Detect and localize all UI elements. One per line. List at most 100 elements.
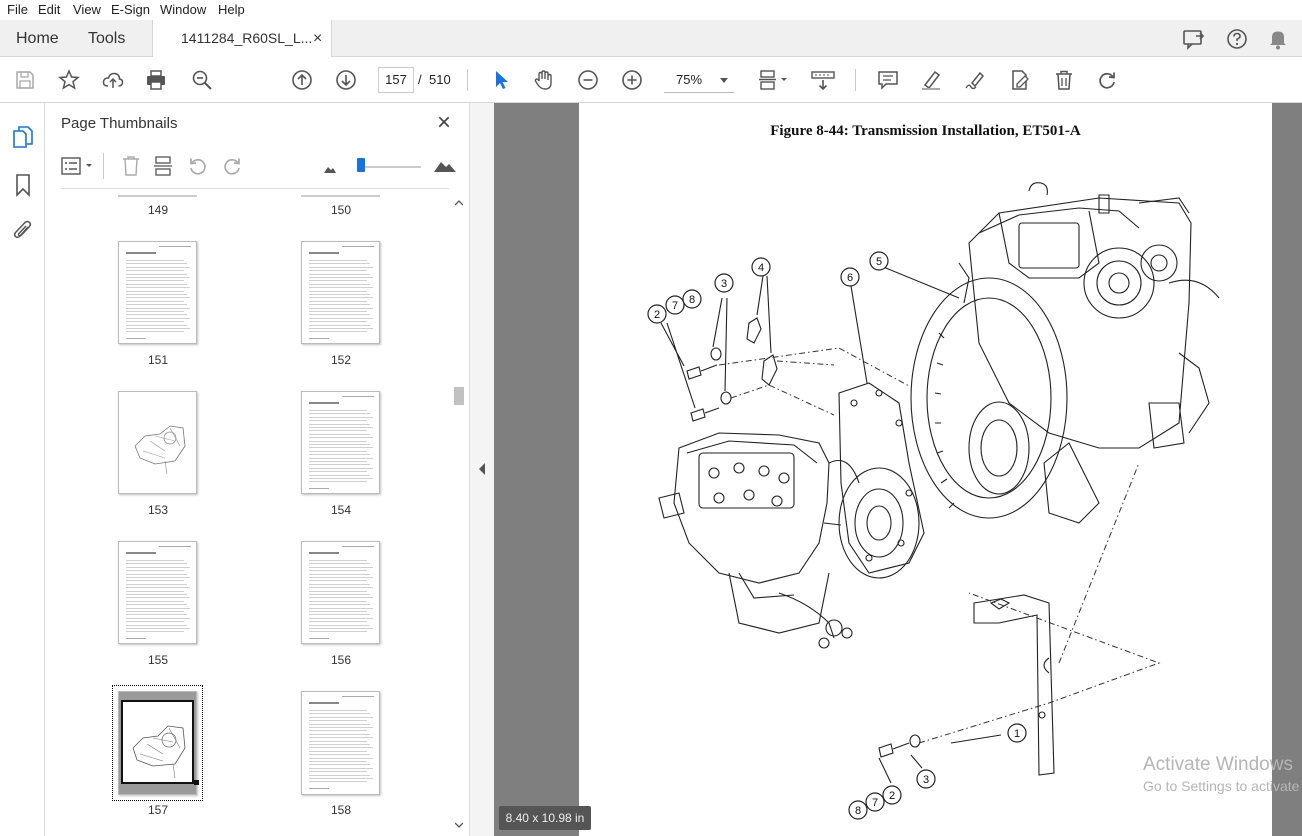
share-review-icon[interactable] — [1182, 28, 1206, 50]
scroll-down-icon[interactable] — [455, 821, 463, 829]
thumbnail-text-line — [309, 440, 367, 442]
thumbnail-options-icon[interactable] — [61, 155, 97, 177]
thumbnail-text-line — [309, 328, 373, 329]
thumbnail-text-line — [126, 621, 184, 623]
thumbnail-text-line — [309, 300, 367, 302]
thumbnail-text-line — [309, 727, 373, 728]
thumbnail-text-line — [309, 594, 370, 595]
thumbnail-size-slider[interactable] — [361, 166, 421, 168]
thumbnail-text-line — [126, 607, 190, 609]
thumbnail-page-152[interactable] — [301, 241, 380, 344]
select-cursor-icon[interactable] — [488, 67, 514, 93]
document-viewer[interactable]: Figure 8-44: Transmission Installation, … — [494, 103, 1302, 836]
highlight-pen-icon[interactable] — [918, 67, 944, 93]
scroll-mode-icon[interactable] — [809, 67, 837, 93]
edit-pdf-icon[interactable] — [1007, 67, 1033, 93]
page-thumbnails-icon[interactable] — [12, 125, 34, 149]
bookmark-star-icon[interactable] — [56, 67, 82, 93]
find-zoom-icon[interactable] — [189, 67, 215, 93]
thumbnail-text-line — [309, 628, 373, 629]
resize-handle[interactable] — [194, 780, 199, 785]
collapse-arrow-icon[interactable] — [478, 463, 486, 475]
callout-label: 2 — [654, 309, 660, 321]
callout-label: 3 — [923, 774, 929, 786]
callout-label: 7 — [672, 300, 678, 312]
slider-handle[interactable] — [357, 158, 365, 172]
large-thumbnail-icon[interactable] — [433, 157, 457, 178]
thumbnail-text-line — [126, 614, 187, 616]
thumbnail-page-158[interactable] — [301, 691, 380, 795]
thumbnail-text-line — [126, 631, 184, 633]
help-icon[interactable] — [1226, 28, 1248, 50]
page-number-input[interactable]: 157 — [378, 67, 414, 93]
menu-window[interactable]: Window — [160, 2, 207, 17]
notification-bell-icon[interactable] — [1268, 28, 1288, 50]
thumbnail-text-line — [309, 467, 373, 469]
panel-close-icon[interactable]: × — [437, 109, 452, 136]
hand-tool-icon[interactable] — [531, 67, 557, 93]
tab-home[interactable]: Home — [16, 30, 59, 47]
rotate-right-icon[interactable] — [221, 155, 243, 182]
watermark-title: Activate Windows — [1143, 754, 1293, 775]
thumbnail-text-line — [309, 260, 367, 261]
thumbnail-heading-line — [309, 402, 339, 404]
callout-label: 6 — [847, 272, 853, 284]
zoom-in-icon[interactable] — [619, 67, 645, 93]
thumbnail-text-line — [126, 321, 184, 323]
thumbnail-text-line — [309, 716, 373, 718]
thumbnail-page-number: 158 — [330, 803, 352, 817]
menu-file[interactable]: File — [7, 2, 28, 17]
delete-pages-icon[interactable] — [121, 155, 141, 182]
delete-trash-icon[interactable] — [1051, 67, 1077, 93]
menu-edit[interactable]: Edit — [38, 2, 61, 17]
menu-view[interactable]: View — [73, 2, 101, 17]
thumbnail-text-line — [309, 307, 373, 309]
bookmarks-icon[interactable] — [14, 173, 32, 197]
comment-icon[interactable] — [875, 67, 901, 93]
thumbnail-page-number: 150 — [330, 203, 352, 217]
zoom-dropdown[interactable]: 75% — [664, 67, 734, 93]
panel-collapse-strip[interactable] — [470, 103, 494, 836]
thumbnail-text-line — [126, 597, 190, 599]
menu-esign[interactable]: E-Sign — [111, 2, 151, 17]
tab-close-icon[interactable]: × — [313, 30, 323, 47]
save-icon[interactable] — [12, 67, 38, 93]
thumbnail-text-line — [309, 437, 373, 439]
zoom-out-icon[interactable] — [575, 67, 601, 93]
thumbnail-page-155[interactable] — [118, 541, 197, 644]
rotate-left-icon[interactable] — [187, 155, 209, 182]
page-layout-icon[interactable] — [153, 155, 175, 182]
thumbnail-page-number: 149 — [147, 203, 169, 217]
thumbnails-scrollbar[interactable] — [453, 197, 465, 833]
thumbnail-text-line — [126, 287, 190, 289]
thumbnail-text-line — [126, 263, 187, 265]
thumbnail-page-153[interactable] — [118, 391, 197, 494]
tab-document[interactable]: 1411284_R60SL_L... × — [152, 20, 332, 58]
thumbnail-text-line — [309, 767, 373, 769]
next-page-icon[interactable] — [333, 67, 359, 93]
thumbnail-text-line — [126, 297, 190, 299]
thumbnail-text-line — [126, 590, 184, 592]
thumbnail-page-154[interactable] — [301, 391, 380, 494]
scroll-up-icon[interactable] — [455, 199, 463, 207]
thumbnail-page-157[interactable] — [118, 691, 199, 795]
page-fit-icon[interactable] — [755, 67, 791, 93]
thumbnail-text-line — [309, 420, 367, 422]
print-icon[interactable] — [143, 67, 169, 93]
attachments-paperclip-icon[interactable] — [12, 219, 34, 243]
rotate-icon[interactable] — [1094, 67, 1120, 93]
thumbnail-text-line — [309, 311, 367, 312]
thumbnail-text-line — [309, 317, 373, 319]
small-thumbnail-icon[interactable] — [323, 161, 337, 179]
thumbnail-heading-line — [309, 252, 339, 254]
thumbnail-page-156[interactable] — [301, 541, 380, 644]
thumbnail-heading-line — [126, 252, 156, 254]
tab-tools[interactable]: Tools — [88, 30, 126, 47]
scrollbar-thumb[interactable] — [454, 387, 464, 405]
previous-page-icon[interactable] — [289, 67, 315, 93]
thumbnail-text-line — [309, 583, 370, 585]
sign-pen-icon[interactable] — [962, 67, 988, 93]
thumbnail-page-151[interactable] — [118, 241, 197, 344]
menu-help[interactable]: Help — [218, 2, 245, 17]
upload-cloud-icon[interactable] — [100, 67, 126, 93]
